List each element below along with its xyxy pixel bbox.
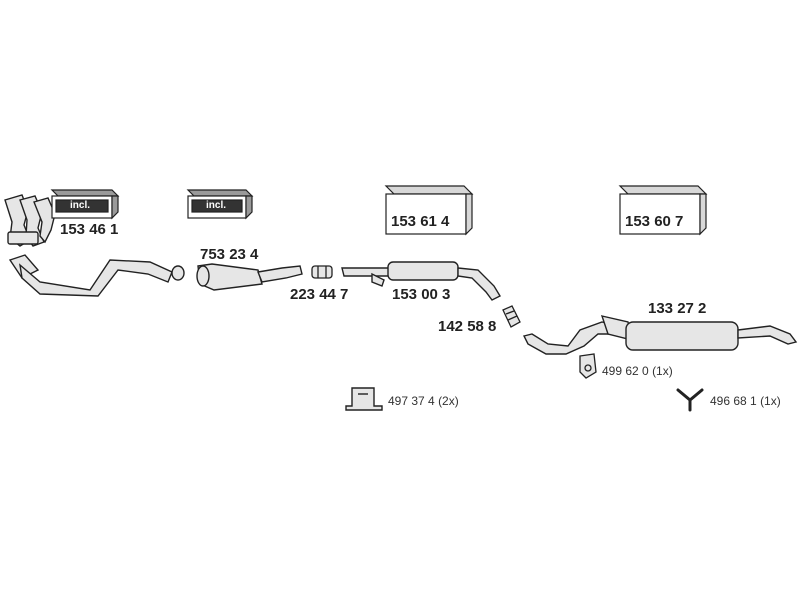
center-kit-part-number: 153 61 4 bbox=[391, 213, 450, 230]
manifold-part-number: 153 46 1 bbox=[60, 221, 119, 238]
rear-silencer-part-number: 133 27 2 bbox=[648, 300, 707, 317]
y-hanger-number: 496 68 1 bbox=[710, 394, 757, 408]
rubber-mount-a-part[interactable] bbox=[579, 353, 597, 379]
manifold-kit-box[interactable] bbox=[50, 189, 120, 220]
center-kit-box[interactable] bbox=[384, 185, 474, 236]
y-hanger-label: 496 68 1 (1x) bbox=[710, 394, 781, 408]
rear-kit-box[interactable] bbox=[618, 185, 708, 236]
rubber-mount-a-label: 499 62 0 (1x) bbox=[602, 364, 673, 378]
rear-silencer-part[interactable] bbox=[522, 315, 798, 355]
rubber-mount-a-number: 499 62 0 bbox=[602, 364, 649, 378]
manifold-part[interactable] bbox=[4, 194, 56, 247]
center-silencer-part-number: 153 00 3 bbox=[392, 286, 451, 303]
rear-kit-part-number: 153 60 7 bbox=[625, 213, 684, 230]
rubber-mount-b-part[interactable] bbox=[345, 387, 383, 411]
front-pipe-kit-box[interactable] bbox=[186, 189, 254, 220]
front-pipe-part[interactable] bbox=[8, 254, 185, 297]
clamp-front-part-number: 223 44 7 bbox=[290, 286, 349, 303]
y-hanger-qty: (1x) bbox=[760, 394, 781, 408]
front-pipe-incl-badge: incl. bbox=[206, 200, 227, 211]
y-hanger-part[interactable] bbox=[676, 388, 704, 412]
clamp-rear-part-number: 142 58 8 bbox=[438, 318, 497, 335]
clamp-rear-part[interactable] bbox=[502, 305, 521, 328]
clamp-front-part[interactable] bbox=[311, 265, 333, 279]
rubber-mount-b-qty: (2x) bbox=[438, 394, 459, 408]
catalytic-converter-part-number: 753 23 4 bbox=[200, 246, 259, 263]
manifold-incl-badge: incl. bbox=[70, 200, 91, 211]
rubber-mount-b-label: 497 37 4 (2x) bbox=[388, 394, 459, 408]
rubber-mount-a-qty: (1x) bbox=[652, 364, 673, 378]
rubber-mount-b-number: 497 37 4 bbox=[388, 394, 435, 408]
catalytic-converter-part[interactable] bbox=[196, 263, 303, 291]
center-silencer-part[interactable] bbox=[341, 261, 501, 301]
